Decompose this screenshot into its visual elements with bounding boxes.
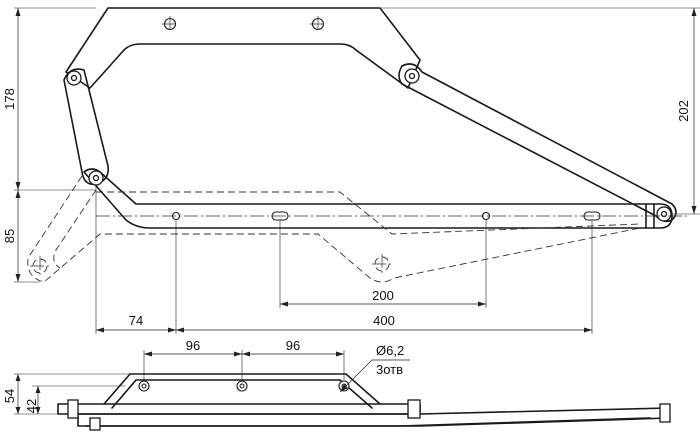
mounting-hole [141, 383, 147, 389]
upper-plate [103, 373, 381, 405]
dimension-96-left: 96 [186, 338, 200, 353]
lower-bar [57, 403, 421, 415]
dimension-200: 200 [372, 288, 394, 303]
rivet [407, 399, 421, 419]
dimension-400: 400 [373, 313, 395, 328]
dimension-202: 202 [676, 100, 691, 122]
hidden-folded-outline [27, 175, 641, 283]
pivot-pin [92, 174, 100, 182]
pivot-pin [660, 210, 668, 218]
right-diagonal-link [398, 63, 677, 223]
dimension-178: 178 [2, 88, 17, 110]
dimension-74: 74 [129, 313, 143, 328]
upper-plate [111, 379, 373, 409]
mounting-hole [239, 383, 245, 389]
hole-diameter-label: Ø6,2 [376, 343, 404, 358]
dimension-85: 85 [2, 229, 17, 243]
lower-bar [77, 407, 669, 427]
pivot-pin [408, 72, 416, 80]
dimension-54: 54 [2, 389, 17, 403]
lower-bar [85, 417, 651, 427]
hidden-folded-outline [53, 189, 97, 269]
dimension-42: 42 [24, 399, 39, 413]
rivet [67, 399, 79, 419]
hidden-folded-outline [96, 191, 641, 235]
rivet [89, 417, 101, 431]
side-view: 96 96 Ø6,2 3отв 54 42 [2, 338, 671, 431]
left-link [63, 68, 110, 186]
elevation-view: 178 85 202 200 74 400 [2, 7, 700, 334]
hole-count-label: 3отв [376, 362, 403, 377]
pivot-pin [70, 74, 78, 82]
rivet [659, 403, 671, 423]
upper-arm [65, 7, 421, 89]
dimension-96-right: 96 [286, 338, 300, 353]
